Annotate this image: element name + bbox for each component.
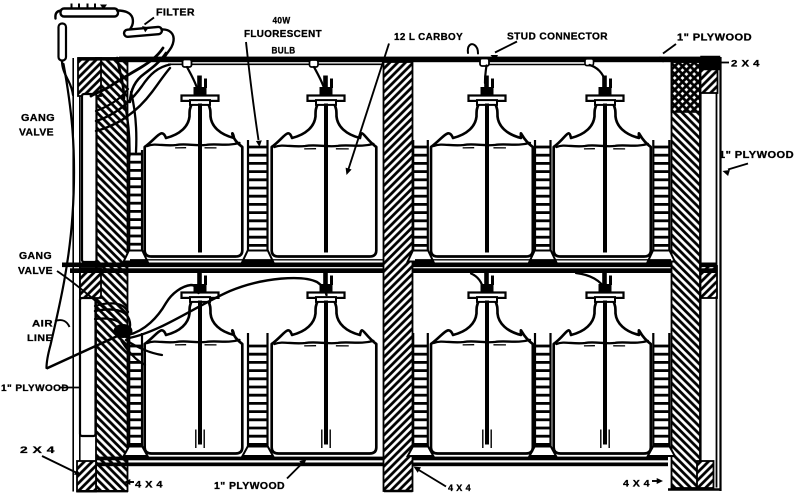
svg-text:BULB: BULB	[272, 46, 296, 57]
svg-text:4 X 4: 4 X 4	[623, 479, 650, 490]
svg-text:STUD CONNECTOR: STUD CONNECTOR	[507, 32, 608, 43]
svg-text:1" PLYWOOD: 1" PLYWOOD	[719, 150, 794, 161]
svg-text:VALVE: VALVE	[19, 127, 54, 139]
svg-text:AIR: AIR	[32, 319, 53, 330]
svg-text:FILTER: FILTER	[156, 8, 195, 19]
svg-text:12 L CARBOY: 12 L CARBOY	[394, 32, 463, 43]
svg-text:LINE: LINE	[27, 333, 53, 344]
svg-text:VALVE: VALVE	[18, 265, 53, 277]
svg-text:1" PLYWOOD: 1" PLYWOOD	[1, 383, 69, 394]
svg-text:2 X 4: 2 X 4	[20, 445, 55, 456]
svg-text:4 X 4: 4 X 4	[448, 483, 471, 494]
svg-text:4 X 4: 4 X 4	[135, 480, 163, 491]
svg-text:40W: 40W	[273, 16, 291, 27]
svg-text:1" PLYWOOD: 1" PLYWOOD	[677, 33, 752, 44]
svg-text:GANG: GANG	[21, 112, 55, 124]
svg-text:FLUORESCENT: FLUORESCENT	[244, 29, 322, 40]
svg-text:1" PLYWOOD: 1" PLYWOOD	[214, 481, 285, 492]
svg-text:2 X 4: 2 X 4	[731, 59, 760, 70]
svg-text:GANG: GANG	[19, 250, 52, 262]
